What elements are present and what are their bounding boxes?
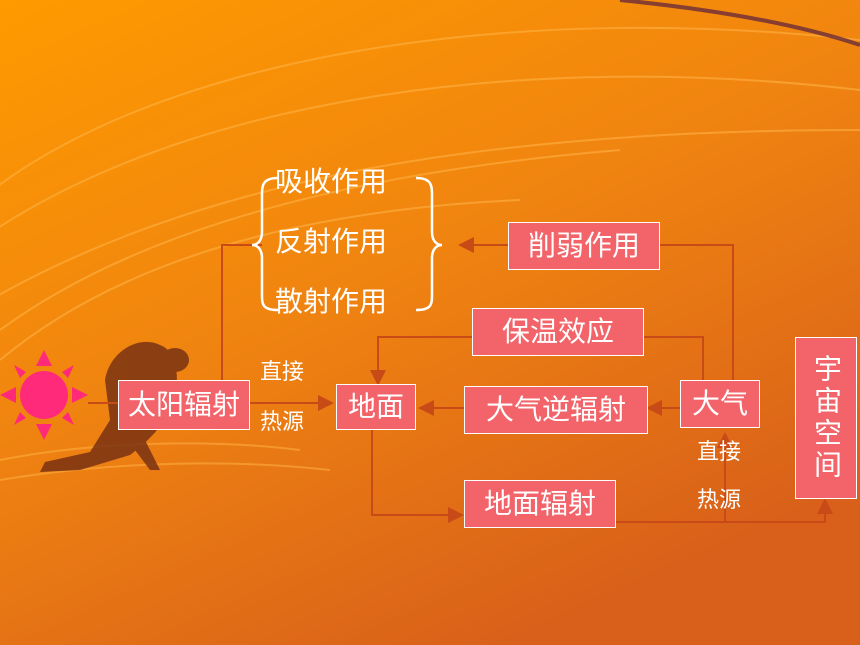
sun-icon [0,350,88,440]
atmospheric-counter-radiation-box: 大气逆辐射 [464,386,648,434]
weakening-effect-box: 削弱作用 [508,222,660,270]
ground-radiation-box: 地面辐射 [464,480,616,528]
outer-space-label: 宇宙空间 [810,354,843,482]
direct-heat-label-right-bottom: 热源 [697,488,742,513]
effects-brace [251,176,443,312]
absorption-effect-label: 吸收作用 [275,165,388,198]
outer-space-box: 宇宙空间 [795,337,857,499]
ground-box: 地面 [336,384,416,430]
atmosphere-box: 大气 [680,380,760,428]
scattering-effect-label: 散射作用 [275,285,388,318]
reflection-effect-label: 反射作用 [275,225,388,258]
solar-radiation-box: 太阳辐射 [118,380,250,430]
runner-silhouette [40,341,189,472]
direct-heat-label-left-bottom: 热源 [260,410,305,435]
connector-lines [88,237,833,523]
direct-heat-label-left-top: 直接 [260,360,305,385]
greenhouse-effect-box: 保温效应 [472,308,644,356]
direct-heat-label-right-top: 直接 [697,440,742,465]
